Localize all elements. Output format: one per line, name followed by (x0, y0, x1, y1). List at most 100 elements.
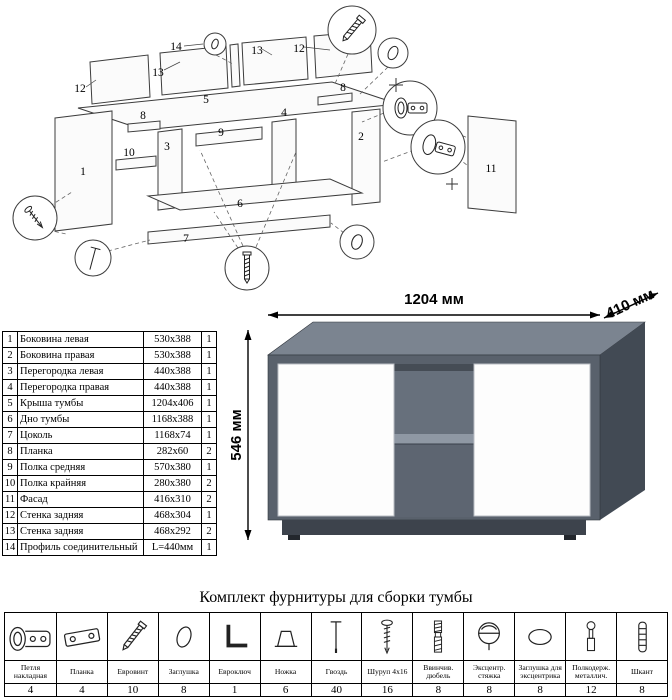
part-size: 1204x406 (143, 395, 202, 412)
hardware-item: Планка 4 (55, 613, 107, 696)
part-qty: 1 (201, 507, 217, 524)
connecting-profile (229, 43, 241, 88)
hardware-item: Евровинт 10 (106, 613, 158, 696)
part-name: Полка средняя (17, 459, 144, 476)
cam-lock-icon (464, 613, 514, 660)
plinth-panel (147, 214, 331, 245)
part-label: 10 (123, 147, 135, 159)
callout-cap-bottom (339, 224, 375, 260)
part-name: Фасад (17, 491, 144, 508)
cap-icon (211, 38, 219, 50)
part-number: 5 (2, 395, 18, 412)
part-number: 8 (2, 443, 18, 460)
hardware-item: Заглушка 8 (157, 613, 209, 696)
part-name: Крыша тумбы (17, 395, 144, 412)
part-size: 468x292 (143, 523, 202, 540)
part-name: Боковина правая (17, 347, 144, 364)
leader-lines (47, 53, 469, 252)
part-name: Перегородка левая (17, 363, 144, 380)
cabinet-render-svg: 1204 мм 546 мм 410 мм (228, 285, 659, 540)
back-panel-left (89, 54, 151, 105)
bottom-panel (146, 178, 364, 211)
part-label: 4 (281, 107, 287, 119)
part-qty: 1 (201, 379, 217, 396)
dimension-arrows (247, 292, 659, 540)
part-number: 13 (2, 523, 18, 540)
left-door (277, 363, 395, 517)
part-qty: 1 (201, 427, 217, 444)
hardware-item-name: Евроключ (209, 660, 260, 683)
parts-table-row: 14 Профиль соединительный L=440мм 1 (2, 539, 217, 556)
dowel-icon (617, 613, 667, 660)
hardware-item-name: Заглушка (158, 660, 209, 683)
parts-table-row: 1 Боковина левая 530x388 1 (2, 331, 217, 348)
part-size: 282x60 (143, 443, 202, 460)
part-size: L=440мм (143, 539, 202, 556)
hardware-item: Ножка 6 (259, 613, 311, 696)
hardware-item-name: Планка (56, 660, 107, 683)
hardware-item-name: Полкодерж. металлич. (566, 660, 617, 683)
hardware-item-name: Гвоздь (311, 660, 362, 683)
parts-table-row: 11 Фасад 416x310 2 (2, 491, 217, 508)
part-name: Профиль соединительный (17, 539, 144, 556)
cabinet-render: 1204 мм 546 мм 410 мм (228, 285, 672, 595)
part-label: 13 (251, 45, 263, 57)
foot-right (564, 535, 576, 540)
part-name: Стенка задняя (17, 523, 144, 540)
part-qty: 2 (201, 523, 217, 540)
euro-screw-icon (342, 14, 367, 42)
part-size: 440x388 (143, 379, 202, 396)
back-panel-mid-left (159, 45, 229, 96)
hardware-item-name: Эксцентр. стяжка (464, 660, 515, 683)
part-size: 530x388 (143, 331, 202, 348)
hardware-item-name: Ножка (260, 660, 311, 683)
part-name: Перегородка правая (17, 379, 144, 396)
part-number: 3 (2, 363, 18, 380)
part-number: 9 (2, 459, 18, 476)
part-size: 280x380 (143, 475, 202, 492)
part-label: 9 (218, 127, 224, 139)
part-size: 1168x388 (143, 411, 202, 428)
height-dimension-label: 546 мм (228, 409, 245, 460)
hardware-item-qty: 16 (362, 683, 413, 696)
hardware-item: Полкодерж. металлич. 12 (565, 613, 617, 696)
hardware-item-name: Шкант (617, 660, 667, 683)
facade-door-shape (467, 115, 517, 214)
mounting-plate-icon (57, 613, 107, 660)
niche-lower-compartment (394, 444, 474, 517)
part-label: 6 (237, 198, 243, 210)
part-number: 11 (2, 491, 18, 508)
hardware-item-name: Заглушка для эксцентрика (515, 660, 566, 683)
callout-cap-small (377, 37, 409, 69)
callout-profile-cap (203, 32, 227, 56)
part-qty: 1 (201, 411, 217, 428)
part-size: 416x310 (143, 491, 202, 508)
hardware-item-name: Евровинт (107, 660, 158, 683)
part-size: 440x388 (143, 363, 202, 380)
hardware-item-qty: 12 (566, 683, 617, 696)
part-number: 2 (2, 347, 18, 364)
part-qty: 1 (201, 331, 217, 348)
cabinet-top-face (267, 321, 646, 356)
hardware-item: Заглушка для эксцентрика 8 (514, 613, 566, 696)
part-qty: 2 (201, 475, 217, 492)
callout-hinge-b (410, 119, 466, 175)
hex-key-icon (210, 613, 260, 660)
direction-cross-icon (389, 78, 458, 190)
part-qty: 1 (201, 459, 217, 476)
part-number: 6 (2, 411, 18, 428)
back-panel-mid-right (241, 36, 309, 86)
part-qty: 1 (201, 363, 217, 380)
part-number: 12 (2, 507, 18, 524)
label-leaders (85, 43, 331, 88)
hardware-item-qty: 8 (515, 683, 566, 696)
part-size: 468x304 (143, 507, 202, 524)
part-label: 8 (340, 82, 346, 94)
parts-table-row: 3 Перегородка левая 440x388 1 (2, 363, 217, 380)
part-number: 10 (2, 475, 18, 492)
part-size: 570x380 (143, 459, 202, 476)
part-label: 2 (358, 131, 364, 143)
middle-shelf (195, 126, 263, 147)
part-label: 8 (140, 110, 146, 122)
part-name: Полка крайняя (17, 475, 144, 492)
